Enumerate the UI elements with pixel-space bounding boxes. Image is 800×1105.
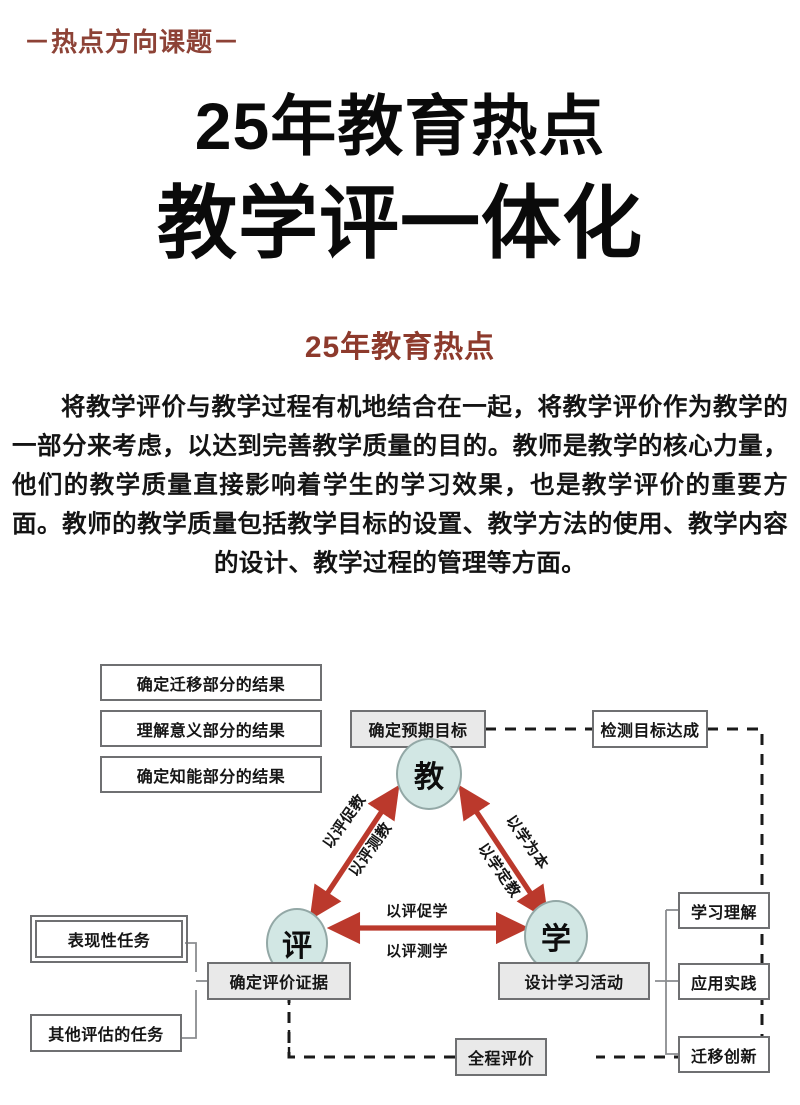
whole-process-box[interactable]: 全程评价: [455, 1038, 547, 1076]
arrow-learn-teach: [458, 784, 549, 921]
arrow-evaluate-teach: [309, 784, 400, 921]
activity-item-2[interactable]: 应用实践: [678, 963, 770, 1000]
activity-item-1[interactable]: 学习理解: [678, 892, 770, 929]
activity-item-3[interactable]: 迁移创新: [678, 1036, 770, 1073]
teaching-evaluation-diagram: 确定迁移部分的结果 理解意义部分的结果 确定知能部分的结果 确定预期目标 检测目…: [0, 638, 800, 1098]
triangle-arrows: [309, 784, 549, 945]
body-paragraph: 将教学评价与教学过程有机地结合在一起，将教学评价作为教学的一部分来考虑，以达到完…: [12, 394, 788, 577]
evidence-task-1[interactable]: 表现性任务: [30, 915, 188, 963]
outcome-box-3[interactable]: 确定知能部分的结果: [100, 756, 322, 793]
edge-label-bottom-lower: 以评测学: [386, 943, 449, 960]
bracket-activity-items: [655, 909, 678, 1055]
evidence-box[interactable]: 确定评价证据: [207, 962, 351, 1000]
circle-node-teach[interactable]: 教: [396, 738, 462, 810]
evidence-task-2[interactable]: 其他评估的任务: [30, 1014, 182, 1052]
check-box[interactable]: 检测目标达成: [592, 710, 708, 748]
outcome-box-2[interactable]: 理解意义部分的结果: [100, 710, 322, 747]
edge-label-bottom-upper: 以评促学: [386, 903, 449, 920]
page-subtitle: 25年教育热点: [304, 331, 496, 364]
bracket-evidence-tasks: [180, 942, 207, 1039]
page-tagline: －热点方向课题－: [24, 27, 241, 57]
outcome-box-1[interactable]: 确定迁移部分的结果: [100, 664, 322, 701]
page-title-line2: 教学评一体化: [157, 179, 643, 268]
activity-box[interactable]: 设计学习活动: [498, 962, 650, 1000]
page-title-line1: 25年教育热点: [194, 89, 606, 163]
